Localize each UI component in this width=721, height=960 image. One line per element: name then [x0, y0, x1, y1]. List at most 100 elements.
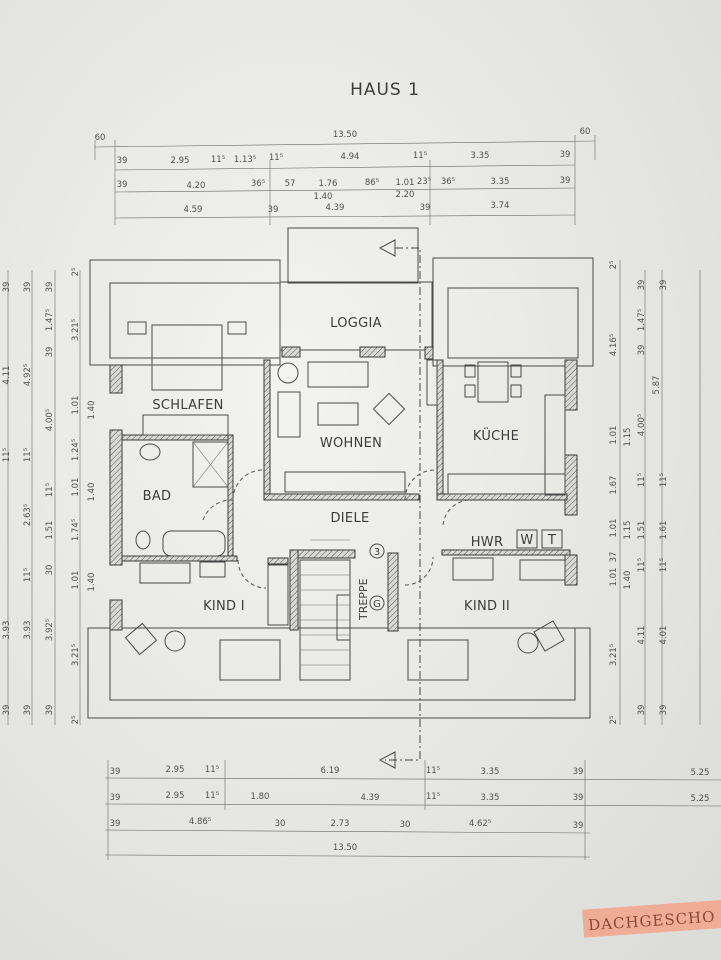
- dimension-label: 2.63⁵: [23, 504, 33, 526]
- dimension-label: 1.15: [623, 428, 633, 447]
- dimension-label: 4.59: [184, 205, 203, 215]
- doors: [202, 469, 471, 589]
- dimension-label: 1.80: [251, 792, 270, 802]
- dimension-label: 1.01: [71, 396, 81, 415]
- dimension-label: 1.01: [609, 426, 619, 445]
- room-label-hwr: HWR: [471, 535, 504, 550]
- dining-table-icon: [477, 361, 509, 403]
- dimension-label: 1.15: [623, 521, 633, 540]
- dimension-label: 39: [560, 150, 571, 160]
- dimension-label: 39: [110, 819, 121, 829]
- dimension-label: 11⁵: [659, 558, 669, 572]
- stair-marker-circle: [369, 595, 385, 611]
- dimension-label: 1.74⁵: [71, 519, 81, 541]
- table-icon: [317, 402, 359, 426]
- dimension-label: 2.95: [166, 765, 185, 775]
- dimension-label: 39: [268, 205, 279, 215]
- dimension-label: 1.76: [319, 179, 338, 189]
- dimension-label: 1.40: [87, 401, 97, 420]
- dimension-label: 1.47⁵: [637, 309, 647, 331]
- sink-icon: [139, 443, 161, 461]
- dimension-label: 11⁵: [205, 765, 219, 775]
- top-dimension-lines: [94, 135, 596, 225]
- dimension-label: 1.24⁵: [71, 439, 81, 461]
- dimension-label: 39: [110, 793, 121, 803]
- dimension-label: 2.95: [171, 156, 190, 166]
- dimension-label: 11⁵: [45, 483, 55, 497]
- dimension-label: 4.92⁵: [23, 364, 33, 386]
- dimension-label: 4.39: [326, 203, 345, 213]
- dimension-label: 4.86⁵: [189, 817, 211, 827]
- dimension-label: 11⁵: [637, 558, 647, 572]
- sofa-icon: [307, 361, 369, 388]
- dimension-label: 39: [659, 280, 669, 291]
- bed-icon: [219, 639, 281, 681]
- dimension-label: 39: [573, 793, 584, 803]
- dimension-total: 13.50: [333, 843, 357, 853]
- dimension-label: 11⁵: [637, 473, 647, 487]
- room-label-schlafen: SCHLAFEN: [152, 398, 223, 413]
- dimension-label: 3.21⁵: [71, 644, 81, 666]
- dimension-label: 39: [117, 180, 128, 190]
- dimension-label: 3.92⁵: [45, 619, 55, 641]
- room-label-diele: DIELE: [330, 511, 369, 526]
- dimension-label: 3.74: [491, 201, 510, 211]
- room-labels: LOGGIA SCHLAFEN WOHNEN KÜCHE BAD DIELE H…: [143, 316, 563, 621]
- dimension-label: 1.40: [87, 483, 97, 502]
- dimension-label: 39: [110, 767, 121, 777]
- dimension-label: 5.25: [691, 794, 710, 804]
- dimension-label: 1.61: [659, 521, 669, 540]
- dimension-label: 11⁵: [659, 473, 669, 487]
- dimension-label: 11⁵: [413, 151, 427, 161]
- dimension-label: 39: [573, 821, 584, 831]
- dimension-label: 23⁵: [417, 177, 431, 187]
- loggia-area: [279, 227, 433, 769]
- room-label-loggia: LOGGIA: [330, 316, 382, 331]
- dimension-label: 4.11: [637, 626, 647, 645]
- dimension-label: 4.20: [187, 181, 206, 191]
- dimension-label: 39: [637, 705, 647, 716]
- stair-marker-circle: [369, 543, 385, 559]
- room-label-kueche: KÜCHE: [473, 427, 519, 444]
- dimension-label: 39: [659, 705, 669, 716]
- side-dimension-lines: [7, 260, 701, 725]
- dimension-label: 3.21⁵: [609, 644, 619, 666]
- dimension-label: 30: [45, 565, 55, 576]
- dimension-label: 2⁵: [609, 261, 619, 270]
- dimension-label: 1.51: [45, 521, 55, 540]
- dimension-label: 2⁵: [71, 716, 81, 725]
- desk-icon: [519, 559, 566, 581]
- dimension-label: 1.13⁵: [234, 155, 256, 165]
- dryer-label: T: [547, 533, 556, 548]
- dimension-label: 57: [285, 179, 296, 189]
- stamp-label: DACHGESCHO: [582, 899, 721, 938]
- dimension-label: 3.93: [2, 621, 12, 640]
- dimension-label: 39: [117, 156, 128, 166]
- dimension-label: 39: [45, 282, 55, 293]
- dimension-label: 39: [560, 176, 571, 186]
- dimension-label: 30: [275, 819, 286, 829]
- washer-box: [516, 529, 538, 549]
- room-label-wohnen: WOHNEN: [320, 436, 382, 451]
- dimension-label: 11⁵: [205, 791, 219, 801]
- dimension-label: 4.16⁵: [609, 334, 619, 356]
- dimension-label: 39: [45, 705, 55, 716]
- kitchen-counter-icon: [544, 394, 566, 496]
- washer-label: W: [520, 533, 533, 548]
- dimension-label: 13.50: [333, 130, 357, 140]
- dimension-label: 1.01: [71, 478, 81, 497]
- dimension-label: 2.20: [396, 190, 415, 200]
- dimension-label: 3.21⁵: [71, 319, 81, 341]
- dimension-label: 11⁵: [426, 792, 440, 802]
- dimension-label: 1.40: [623, 571, 633, 590]
- dimension-label: 4.01: [659, 626, 669, 645]
- dimension-label: 6.19: [321, 766, 340, 776]
- dimension-label: 39: [23, 705, 33, 716]
- shower-icon: [192, 441, 229, 488]
- dimension-label: 39: [2, 705, 12, 716]
- dimension-label: 2.73: [331, 819, 350, 829]
- dimension-label: 3.35: [471, 151, 490, 161]
- dimension-label: 3.35: [491, 177, 510, 187]
